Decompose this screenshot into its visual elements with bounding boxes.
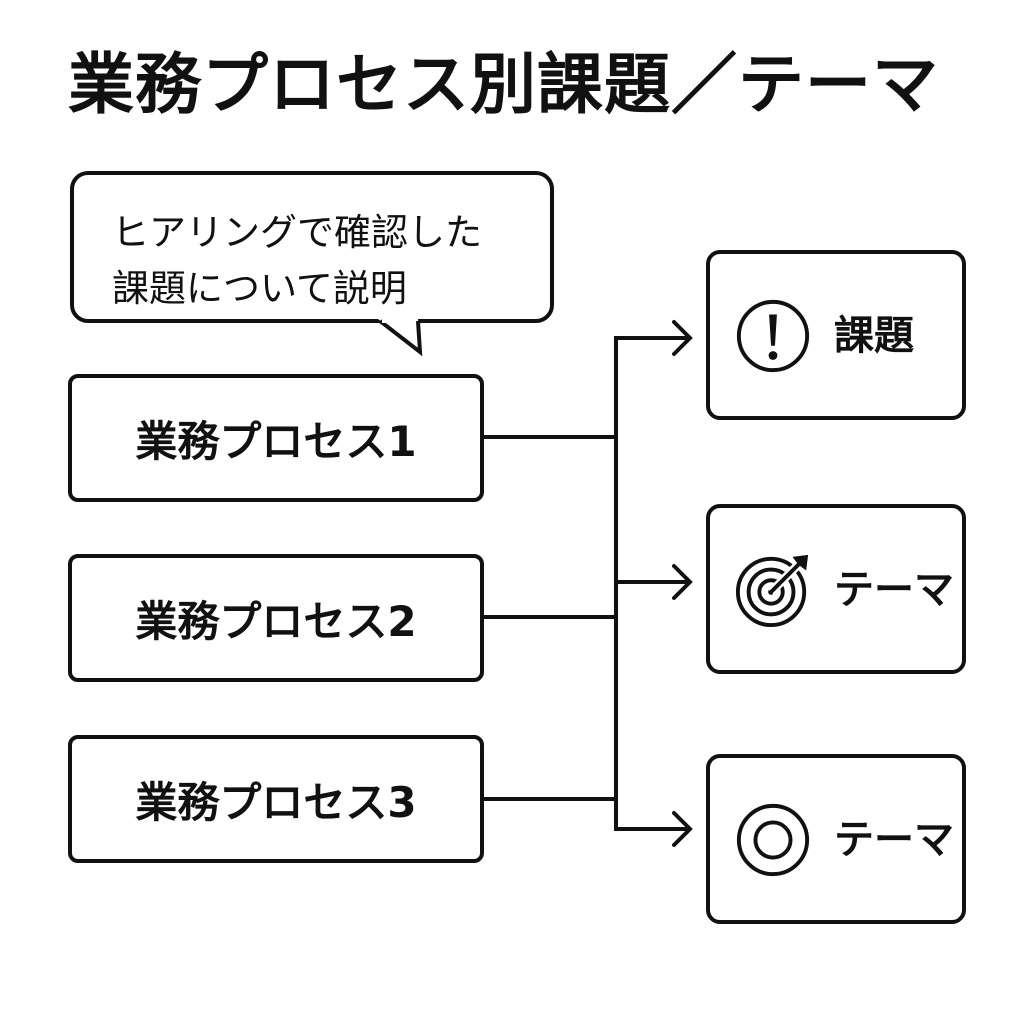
process-label-3: 業務プロセス3 (135, 777, 417, 827)
arrowhead-3 (672, 811, 693, 847)
exclamation-circle-icon (736, 299, 810, 373)
speech-bubble-line-1: ヒアリングで確認した (112, 211, 482, 254)
output-box-theme-1[interactable]: テーマ (706, 504, 966, 674)
arrowhead-1 (672, 320, 693, 356)
output-label-theme-1: テーマ (834, 567, 954, 613)
process-box-3[interactable]: 業務プロセス3 (68, 735, 484, 863)
page-title: 業務プロセス別課題／テーマ (68, 46, 939, 123)
output-box-issue[interactable]: 課題 (706, 250, 966, 420)
target-arrow-icon (735, 554, 809, 628)
speech-bubble: ヒアリングで確認した 課題について説明 (70, 171, 554, 323)
speech-bubble-line-2: 課題について説明 (112, 267, 407, 310)
output-label-theme-2: テーマ (834, 817, 954, 863)
process-label-1: 業務プロセス1 (135, 416, 417, 466)
output-label-issue: 課題 (834, 313, 914, 359)
process-box-1[interactable]: 業務プロセス1 (68, 374, 484, 502)
process-box-2[interactable]: 業務プロセス2 (68, 554, 484, 682)
output-box-theme-2[interactable]: テーマ (706, 754, 966, 924)
process-label-2: 業務プロセス2 (135, 596, 417, 646)
arrowhead-2 (672, 564, 693, 600)
speech-bubble-text: ヒアリングで確認した 課題について説明 (112, 205, 482, 317)
concentric-circle-icon (736, 803, 810, 877)
